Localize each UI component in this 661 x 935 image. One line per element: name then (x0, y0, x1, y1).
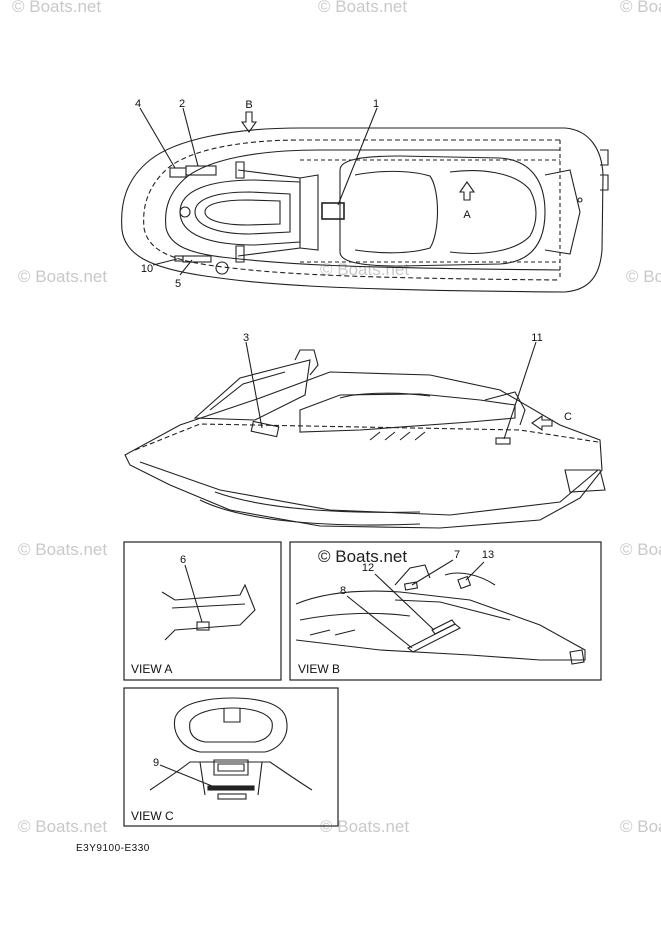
callout-7: 7 (454, 549, 460, 561)
arrow-a-label: A (463, 209, 471, 221)
watermark: © Boats.net (18, 540, 107, 559)
view-c-frame (123, 687, 339, 827)
view-a-panel (123, 541, 282, 681)
watermark: © Boats.net (320, 260, 409, 279)
view-b-frame (289, 541, 602, 681)
view-c-drawing (149, 697, 313, 800)
callout-5: 5 (175, 278, 181, 290)
watermark-layer: © Boats.net © Boats.net © Boats.net © Bo… (12, 0, 661, 836)
watermark-center: © Boats.net (318, 547, 407, 566)
callout-labels: 1 2 3 4 5 6 7 8 9 10 11 12 13 (135, 98, 543, 769)
view-a-frame (123, 541, 282, 681)
watermark: © Boats.net (320, 817, 409, 836)
callout-6: 6 (180, 554, 186, 566)
view-a-caption: VIEW A (131, 662, 172, 676)
watermark: © Boats.net (620, 0, 661, 16)
callout-2: 2 (179, 98, 185, 110)
view-c-panel (123, 687, 339, 827)
view-captions: VIEW A VIEW B VIEW C (131, 662, 340, 823)
watermark: © Boats.net (18, 817, 107, 836)
watermark: © Boats.net (620, 817, 661, 836)
arrow-c-label: C (564, 411, 572, 423)
callout-3: 3 (243, 332, 249, 344)
callout-11: 11 (531, 332, 542, 344)
watermark: © Boats.net (626, 267, 661, 286)
watermark: © Boats.net (620, 540, 661, 559)
callout-10: 10 (141, 263, 153, 275)
view-b-caption: VIEW B (298, 662, 340, 676)
watermark: © Boats.net (318, 0, 407, 16)
callout-1: 1 (373, 98, 379, 110)
callout-4: 4 (135, 98, 141, 110)
view-b-panel: © Boats.net (289, 541, 602, 681)
callout-9: 9 (153, 757, 159, 769)
top-view-drawing (121, 107, 609, 293)
callout-13: 13 (482, 549, 494, 561)
callout-12: 12 (362, 562, 374, 574)
arrow-b-label: B (245, 99, 252, 111)
view-c-caption: VIEW C (131, 809, 174, 823)
view-a-drawing (161, 564, 256, 641)
view-arrow-labels: B A C (245, 99, 572, 423)
callout-8: 8 (340, 585, 346, 597)
diagram-code: E3Y9100-E330 (76, 843, 150, 854)
watermark: © Boats.net (18, 267, 107, 286)
view-b-drawing (295, 559, 586, 665)
side-view-drawing (124, 341, 606, 529)
watermark: © Boats.net (12, 0, 101, 16)
